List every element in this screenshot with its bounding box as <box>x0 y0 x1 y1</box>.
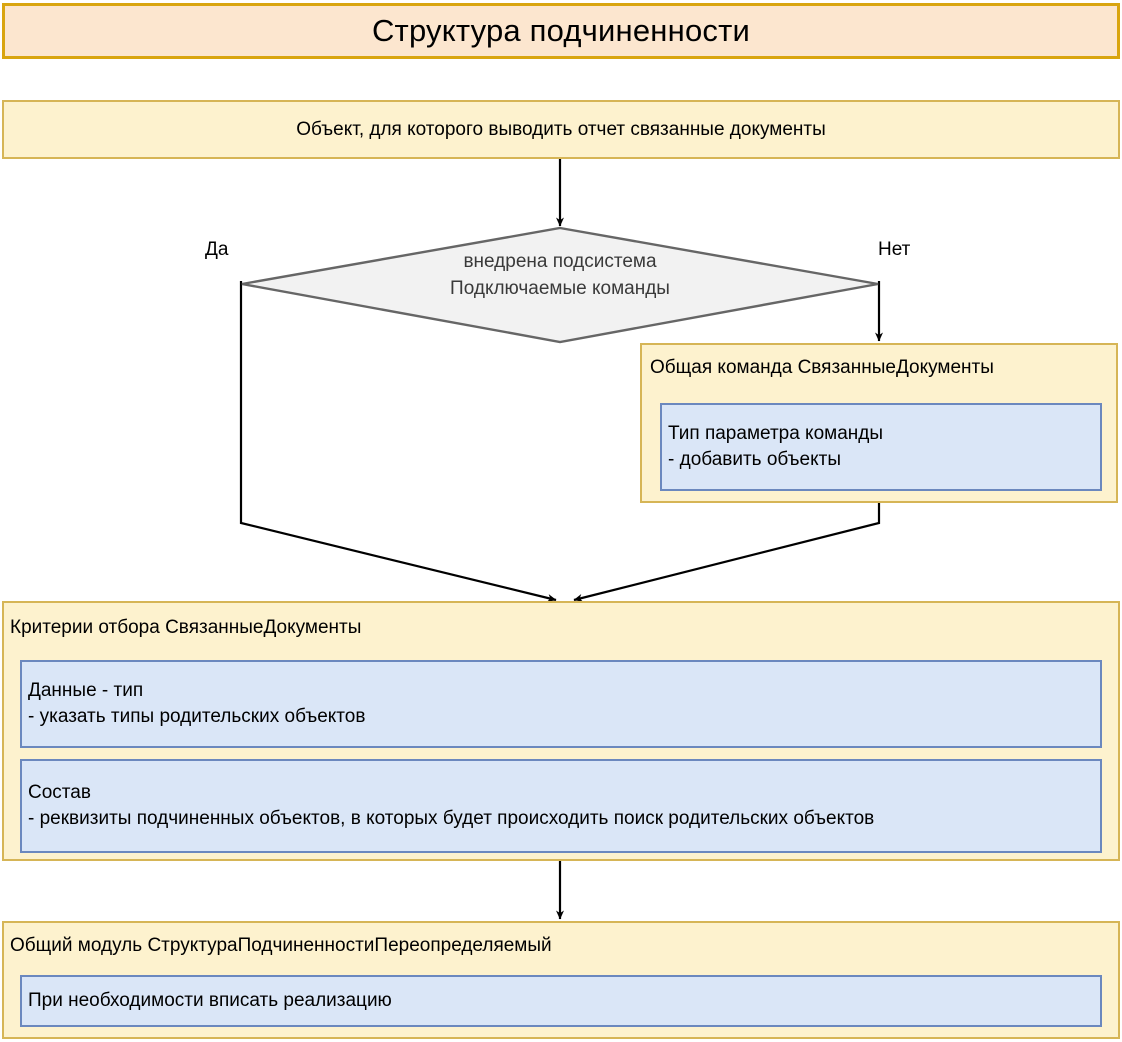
edge-command-to-criteria <box>573 503 881 602</box>
criteria-inner-2-line1: Состав <box>28 782 91 803</box>
start-block: Объект, для которого выводить отчет связ… <box>2 100 1120 159</box>
decision-yes-label: Да <box>205 239 229 260</box>
command-block-inner-line2: - добавить объекты <box>668 449 842 470</box>
decision-no-label: Нет <box>878 239 911 260</box>
module-block-inner-box: При необходимости вписать реализацию <box>20 975 1102 1027</box>
criteria-inner-1-line1: Данные - тип <box>28 680 144 701</box>
criteria-block-inner-box-1: Данные - тип - указать типы родительских… <box>20 660 1102 748</box>
criteria-block-heading: Критерии отбора СвязанныеДокументы <box>10 617 362 638</box>
diagram-title-banner: Структура подчиненности <box>2 3 1120 59</box>
criteria-block: Критерии отбора СвязанныеДокументы Данны… <box>2 601 1120 861</box>
decision-diamond-shape <box>241 226 879 344</box>
command-block-heading: Общая команда СвязанныеДокументы <box>650 357 994 378</box>
command-block-inner-box: Тип параметра команды - добавить объекты <box>660 403 1102 491</box>
command-block-inner-line1: Тип параметра команды <box>668 423 884 444</box>
module-block: Общий модуль СтруктураПодчиненностиПерео… <box>2 921 1120 1039</box>
start-block-label: Объект, для которого выводить отчет связ… <box>296 118 826 140</box>
page-title: Структура подчиненности <box>371 13 751 48</box>
module-inner-line1: При необходимости вписать реализацию <box>28 990 392 1011</box>
module-block-heading: Общий модуль СтруктураПодчиненностиПерео… <box>10 935 552 956</box>
decision-diamond: внедрена подсистема Подключаемые команды <box>240 226 880 346</box>
criteria-inner-2-line2: - реквизиты подчиненных объектов, в кото… <box>28 808 875 829</box>
command-block: Общая команда СвязанныеДокументы Тип пар… <box>640 343 1118 503</box>
criteria-block-inner-box-2: Состав - реквизиты подчиненных объектов,… <box>20 759 1102 853</box>
criteria-inner-1-line2: - указать типы родительских объектов <box>28 706 366 727</box>
